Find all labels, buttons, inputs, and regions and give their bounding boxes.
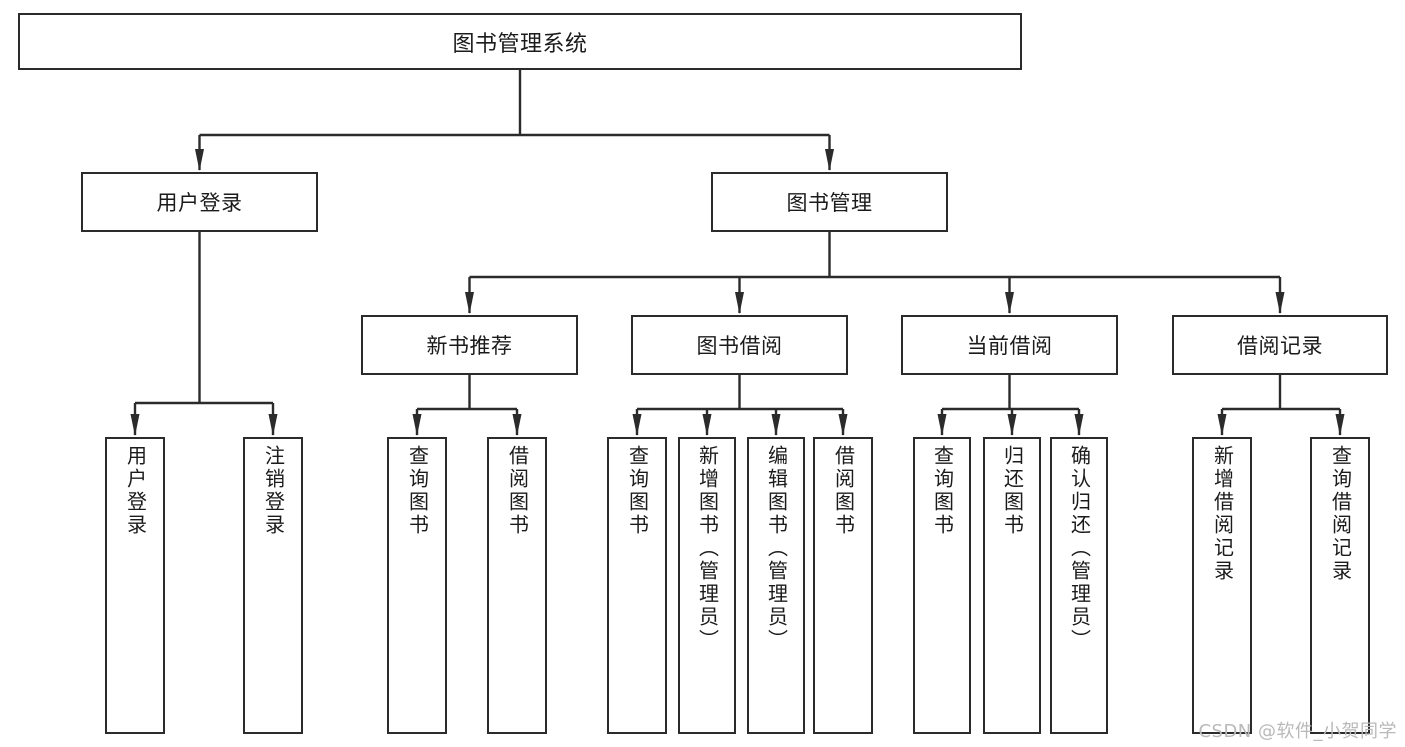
leaf-borrow-book[interactable]: 借阅图书 [813,437,873,734]
leaf-query-book-current[interactable]: 查询图书 [913,437,971,734]
node-new-book-recommend[interactable]: 新书推荐 [361,315,578,375]
leaf-query-book-recommend[interactable]: 查询图书 [387,437,447,734]
leaf-label: 新增图书（管理员） [695,445,720,652]
node-user-login[interactable]: 用户登录 [81,172,318,232]
leaf-label: 编辑图书（管理员） [764,445,789,652]
leaf-edit-book-admin[interactable]: 编辑图书（管理员） [747,437,805,734]
leaf-query-borrow-record[interactable]: 查询借阅记录 [1310,437,1370,734]
node-book-management[interactable]: 图书管理 [711,172,948,232]
leaf-add-book-admin[interactable]: 新增图书（管理员） [678,437,736,734]
leaf-label: 查询图书 [405,445,430,537]
leaf-label: 确认归还（管理员） [1067,445,1092,652]
node-book-borrow[interactable]: 图书借阅 [631,315,848,375]
leaf-label: 借阅图书 [831,445,856,537]
leaf-logout[interactable]: 注销登录 [243,437,303,734]
leaf-label: 新增借阅记录 [1210,445,1235,583]
leaf-label: 查询图书 [625,445,650,537]
watermark: CSDN @软件_小贺同学 [1198,721,1397,742]
node-current-borrow[interactable]: 当前借阅 [901,315,1118,375]
leaf-add-borrow-record[interactable]: 新增借阅记录 [1192,437,1252,734]
node-book-management-label: 图书管理 [786,191,873,215]
leaf-label: 注销登录 [261,445,286,537]
leaf-borrow-book-recommend[interactable]: 借阅图书 [487,437,547,734]
leaf-user-login[interactable]: 用户登录 [105,437,165,734]
node-user-login-label: 用户登录 [156,191,243,215]
leaf-label: 归还图书 [1000,445,1025,537]
node-book-borrow-label: 图书借阅 [696,334,783,358]
leaf-confirm-return-admin[interactable]: 确认归还（管理员） [1050,437,1108,734]
leaf-label: 用户登录 [123,445,148,537]
leaf-label: 查询图书 [930,445,955,537]
leaf-query-book-borrow[interactable]: 查询图书 [607,437,667,734]
node-new-book-recommend-label: 新书推荐 [426,334,513,358]
node-root-label: 图书管理系统 [452,31,588,57]
node-borrow-record[interactable]: 借阅记录 [1172,315,1388,375]
leaf-return-book[interactable]: 归还图书 [983,437,1041,734]
node-current-borrow-label: 当前借阅 [966,334,1053,358]
node-borrow-record-label: 借阅记录 [1237,334,1323,358]
leaf-label: 查询借阅记录 [1328,445,1353,583]
node-root[interactable]: 图书管理系统 [18,13,1022,70]
leaf-label: 借阅图书 [505,445,530,537]
